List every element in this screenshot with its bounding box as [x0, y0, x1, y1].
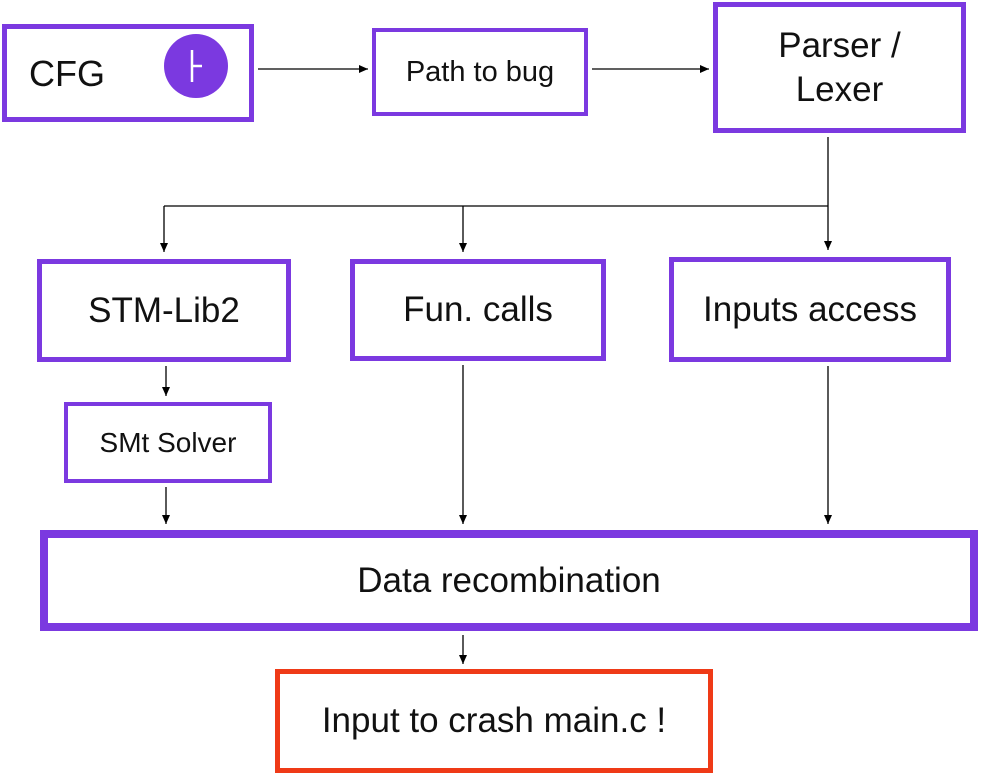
tack-icon — [164, 34, 228, 98]
node-data-recombination: Data recombination — [40, 530, 978, 631]
node-stm-lib2: STM-Lib2 — [37, 259, 291, 362]
node-inputs-access: Inputs access — [669, 257, 951, 362]
node-stm-label: STM-Lib2 — [88, 290, 240, 330]
node-path-to-bug: Path to bug — [372, 28, 588, 116]
node-fun-label: Fun. calls — [403, 290, 553, 330]
node-input-to-crash: Input to crash main.c ! — [275, 669, 713, 773]
node-parser-lexer: Parser / Lexer — [713, 2, 966, 133]
node-parser-line1: Parser / — [778, 25, 901, 65]
tack-icon-glyph — [190, 50, 202, 82]
node-path-label: Path to bug — [405, 55, 555, 88]
node-fun-calls: Fun. calls — [350, 259, 606, 361]
node-smt-solver: SMt Solver — [64, 402, 272, 483]
node-smt-label: SMt Solver — [99, 427, 237, 458]
node-parser-line2: Lexer — [795, 69, 884, 109]
node-parser-text: Parser / Lexer — [778, 24, 901, 112]
node-data-label: Data recombination — [357, 560, 661, 600]
node-crash-label: Input to crash main.c ! — [321, 701, 667, 741]
node-cfg-label: CFG — [29, 52, 105, 94]
node-inputs-label: Inputs access — [703, 289, 917, 329]
